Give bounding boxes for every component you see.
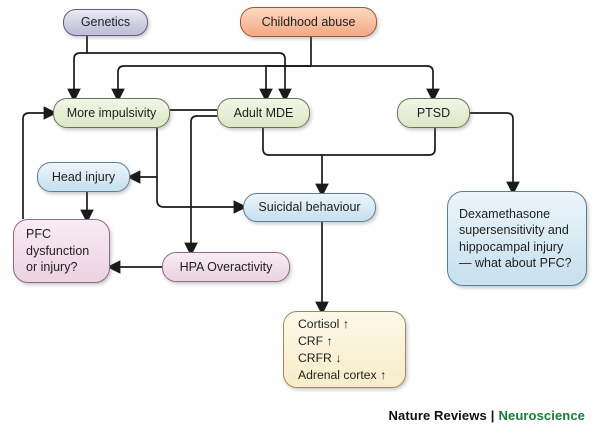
node-adult-mde: Adult MDE (217, 98, 310, 128)
node-childhood-abuse: Childhood abuse (240, 7, 377, 37)
node-head-injury-label: Head injury (51, 169, 116, 184)
edge-genetics-more-impulsivity (67, 52, 87, 103)
edge-mde-ptsd-junction (262, 128, 436, 156)
node-genetics-label: Genetics (80, 15, 131, 30)
node-genetics: Genetics (63, 9, 148, 36)
node-suicidal-behaviour-label: Suicidal behaviour (258, 200, 361, 215)
node-pfc-dysfunction-label: PFC dysfunction or injury? (26, 227, 90, 275)
cortisol-panel-lines: Cortisol ↑ CRF ↑ CRFR ↓ Adrenal cortex ↑ (298, 316, 386, 383)
node-suicidal-behaviour: Suicidal behaviour (243, 193, 376, 222)
edge-genetics-adult-mde (87, 52, 292, 103)
node-pfc-dysfunction: PFC dysfunction or injury? (13, 219, 110, 283)
brand-separator: | (490, 408, 495, 423)
node-ptsd: PTSD (397, 98, 470, 128)
edge-childhood-adult-mde (259, 65, 311, 103)
brand-left-text: Nature Reviews (388, 408, 487, 423)
node-ptsd-label: PTSD (416, 105, 451, 120)
cortisol-line: Cortisol ↑ (298, 316, 349, 331)
journal-branding: Nature Reviews|Neuroscience (389, 408, 585, 423)
node-dexamethasone-label: Dexamethasone supersensitivity and hippo… (459, 206, 572, 271)
node-adult-mde-label: Adult MDE (233, 105, 294, 120)
edge-pfc-moreimp (22, 106, 58, 219)
node-cortisol-panel: Cortisol ↑ CRF ↑ CRFR ↓ Adrenal cortex ↑ (283, 311, 406, 388)
node-childhood-abuse-label: Childhood abuse (261, 14, 356, 29)
crfr-line: CRFR ↓ (298, 351, 342, 365)
crf-line: CRF ↑ (298, 333, 333, 348)
node-hpa-overactivity: HPA Overactivity (162, 252, 290, 282)
node-more-impulsivity-label: More impulsivity (66, 105, 157, 120)
edge-moreimp-suicidal (156, 128, 248, 214)
edge-ptsd-dexamethasone (470, 112, 520, 196)
node-hpa-overactivity-label: HPA Overactivity (179, 259, 273, 274)
edge-adultmde-hpa (184, 115, 217, 257)
node-head-injury: Head injury (37, 162, 130, 192)
adrenal-cortex-line: Adrenal cortex ↑ (298, 368, 387, 383)
edge-childhood-ptsd (311, 65, 440, 103)
node-dexamethasone: Dexamethasone supersensitivity and hippo… (447, 191, 587, 286)
edge-childhood-more-impulsivity (111, 65, 311, 103)
brand-right-text: Neuroscience (498, 408, 585, 423)
node-more-impulsivity: More impulsivity (53, 98, 170, 128)
